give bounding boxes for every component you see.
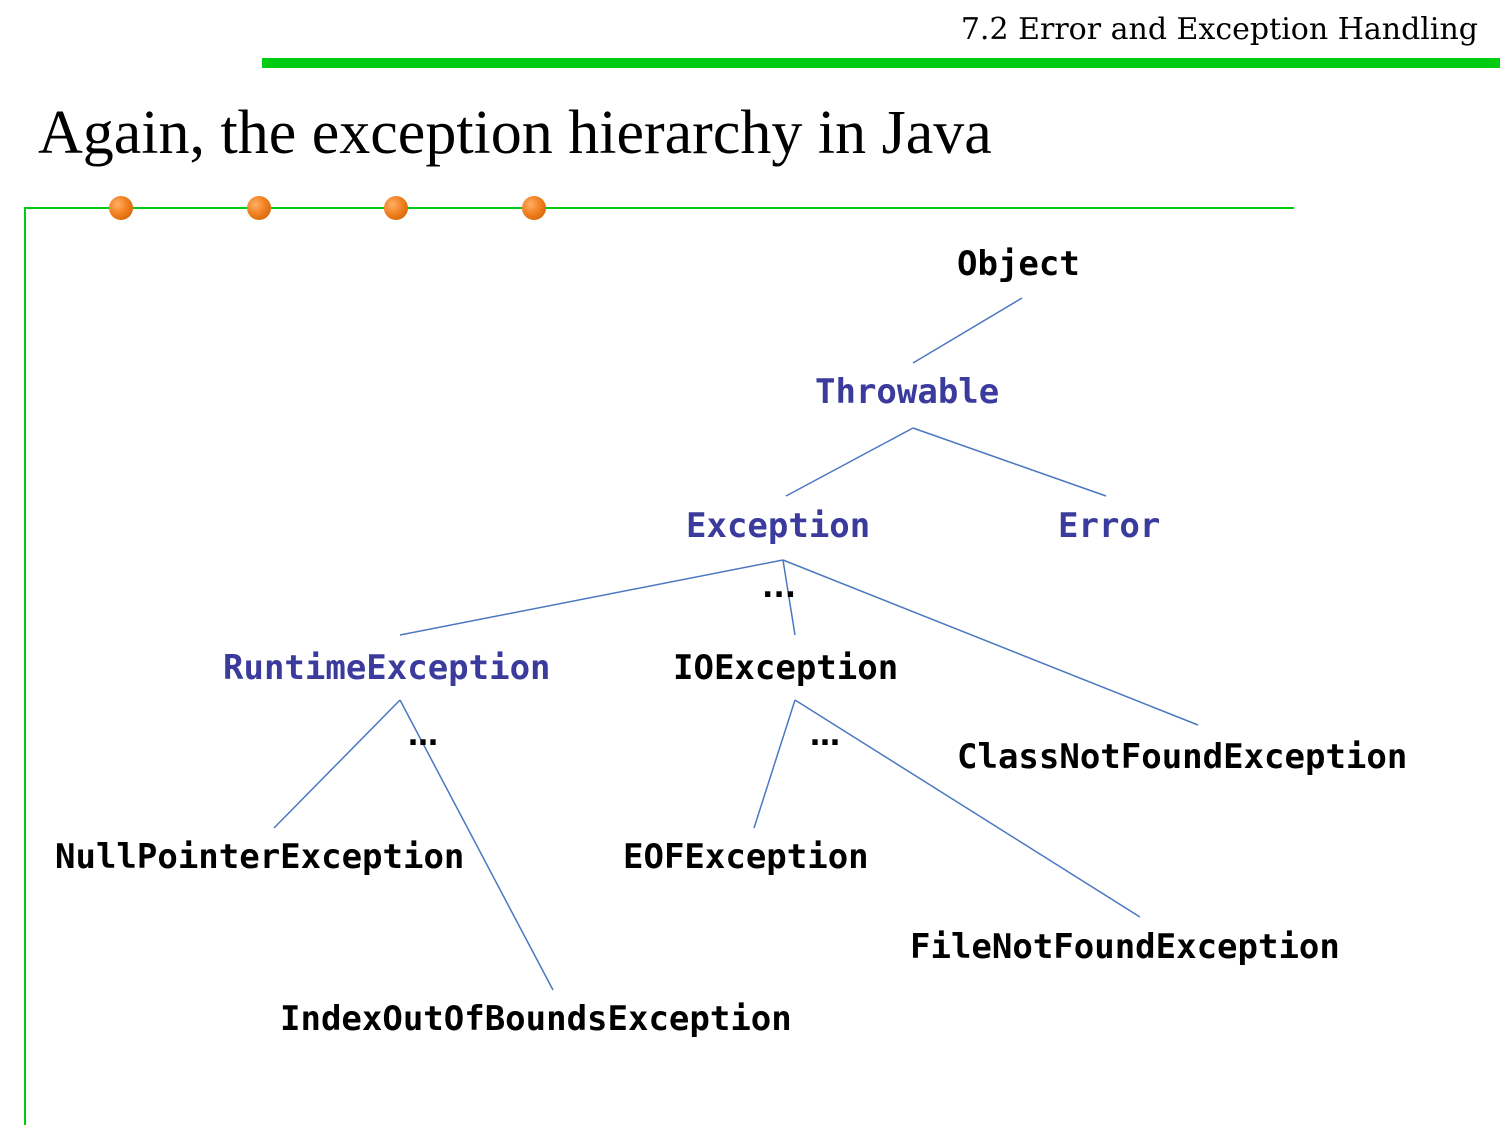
title-underline <box>24 207 1294 209</box>
ellipsis-exception-children: ... <box>762 570 797 605</box>
bullet-dot-1 <box>109 196 133 220</box>
node-null-pointer-exception: NullPointerException <box>55 837 465 877</box>
node-runtime-exception: RuntimeException <box>223 648 551 688</box>
node-class-not-found-exception: ClassNotFoundException <box>957 737 1408 777</box>
header-rule <box>262 58 1500 68</box>
section-title: 7.2 Error and Exception Handling <box>960 12 1478 47</box>
edge-throwable-exception <box>785 427 914 497</box>
edge-throwable-error <box>912 427 1107 497</box>
edge-runtime-indexoutofbounds <box>399 699 554 991</box>
edge-exception-io <box>782 559 796 636</box>
edge-object-throwable <box>912 297 1023 364</box>
bullet-dot-3 <box>384 196 408 220</box>
edge-runtime-nullpointer <box>273 699 401 829</box>
edge-exception-runtime <box>399 559 784 636</box>
node-file-not-found-exception: FileNotFoundException <box>910 927 1340 967</box>
bullet-dot-2 <box>247 196 271 220</box>
edge-exception-classnotfound <box>782 559 1199 726</box>
node-object: Object <box>957 244 1080 284</box>
edge-io-eof <box>753 699 796 829</box>
ellipsis-io-children: … <box>810 718 840 753</box>
ellipsis-runtime-children: … <box>408 718 438 753</box>
page-title: Again, the exception hierarchy in Java <box>38 99 992 167</box>
node-index-out-of-bounds-exception: IndexOutOfBoundsException <box>280 999 792 1039</box>
edge-io-filenotfound <box>794 699 1141 918</box>
node-throwable: Throwable <box>815 372 1000 412</box>
node-exception: Exception <box>686 506 871 546</box>
bullet-dot-4 <box>522 196 546 220</box>
node-error: Error <box>1058 506 1161 546</box>
left-margin-rule <box>24 207 26 1125</box>
node-io-exception: IOException <box>673 648 899 688</box>
node-eof-exception: EOFException <box>623 837 869 877</box>
